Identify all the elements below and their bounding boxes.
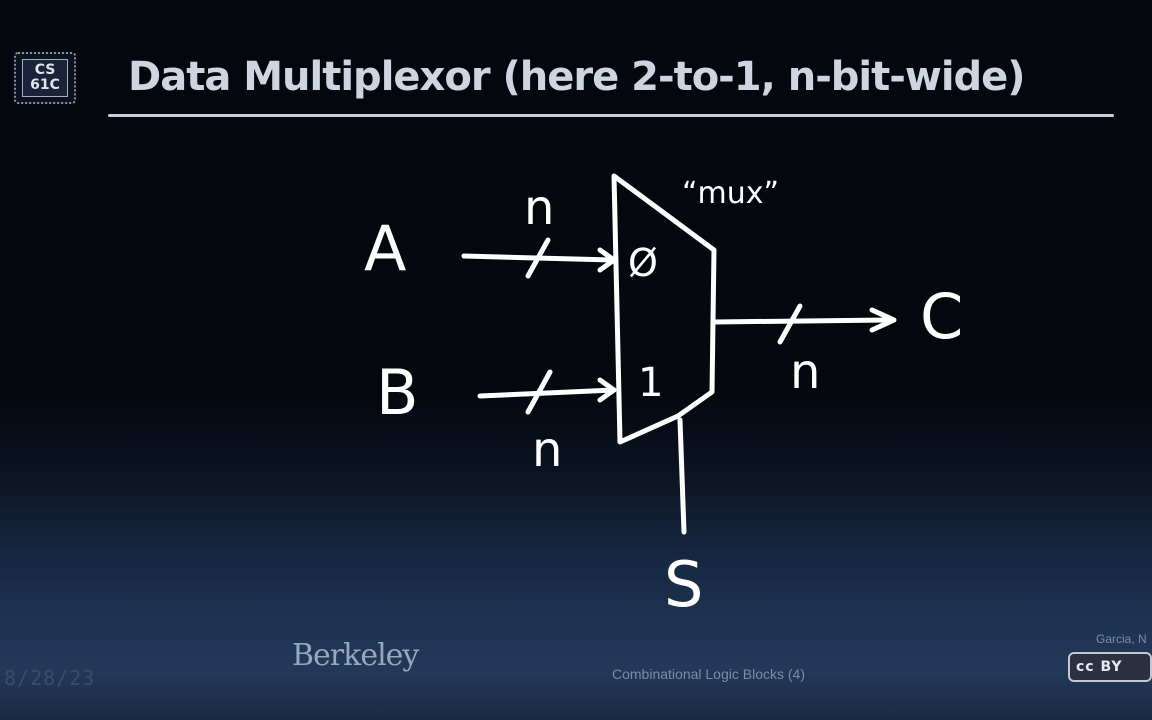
arrowhead-c bbox=[869, 307, 897, 333]
cs61c-logo: CS 61C bbox=[14, 52, 76, 104]
wire-c bbox=[711, 317, 891, 325]
select-s-label: S bbox=[664, 548, 703, 621]
width-label-b: n bbox=[532, 422, 562, 478]
output-c-label: C bbox=[920, 280, 963, 353]
logo-chip: CS 61C bbox=[22, 59, 68, 97]
wire-b bbox=[477, 387, 617, 399]
bus-slash-c bbox=[777, 303, 803, 345]
wire-select bbox=[677, 417, 687, 535]
logo-line-1: CS bbox=[34, 62, 56, 78]
slide-title: Data Multiplexor (here 2-to-1, n-bit-wid… bbox=[128, 54, 1026, 100]
input-b-label: B bbox=[376, 356, 419, 429]
width-label-a: n bbox=[524, 180, 554, 236]
creative-commons-badge: cc BY bbox=[1068, 652, 1152, 682]
port-1-label: 1 bbox=[638, 360, 663, 406]
footer-author: Garcia, N bbox=[1096, 632, 1147, 646]
arrowhead-a bbox=[597, 247, 617, 273]
bus-slash-b bbox=[525, 369, 553, 415]
width-label-c: n bbox=[790, 344, 820, 400]
footer-lecture-title: Combinational Logic Blocks (4) bbox=[612, 666, 805, 682]
berkeley-logo: Berkeley bbox=[292, 638, 419, 673]
mux-caption: “mux” bbox=[682, 176, 779, 211]
title-underline bbox=[108, 114, 1114, 117]
footer-date: 8/28/23 bbox=[4, 666, 96, 690]
mux-body bbox=[611, 173, 717, 445]
bus-slash-a bbox=[525, 237, 551, 279]
port-0-label: Ø bbox=[628, 241, 658, 285]
arrowhead-b bbox=[597, 377, 617, 403]
input-a-label: A bbox=[364, 212, 406, 285]
logo-line-2: 61C bbox=[30, 77, 60, 93]
